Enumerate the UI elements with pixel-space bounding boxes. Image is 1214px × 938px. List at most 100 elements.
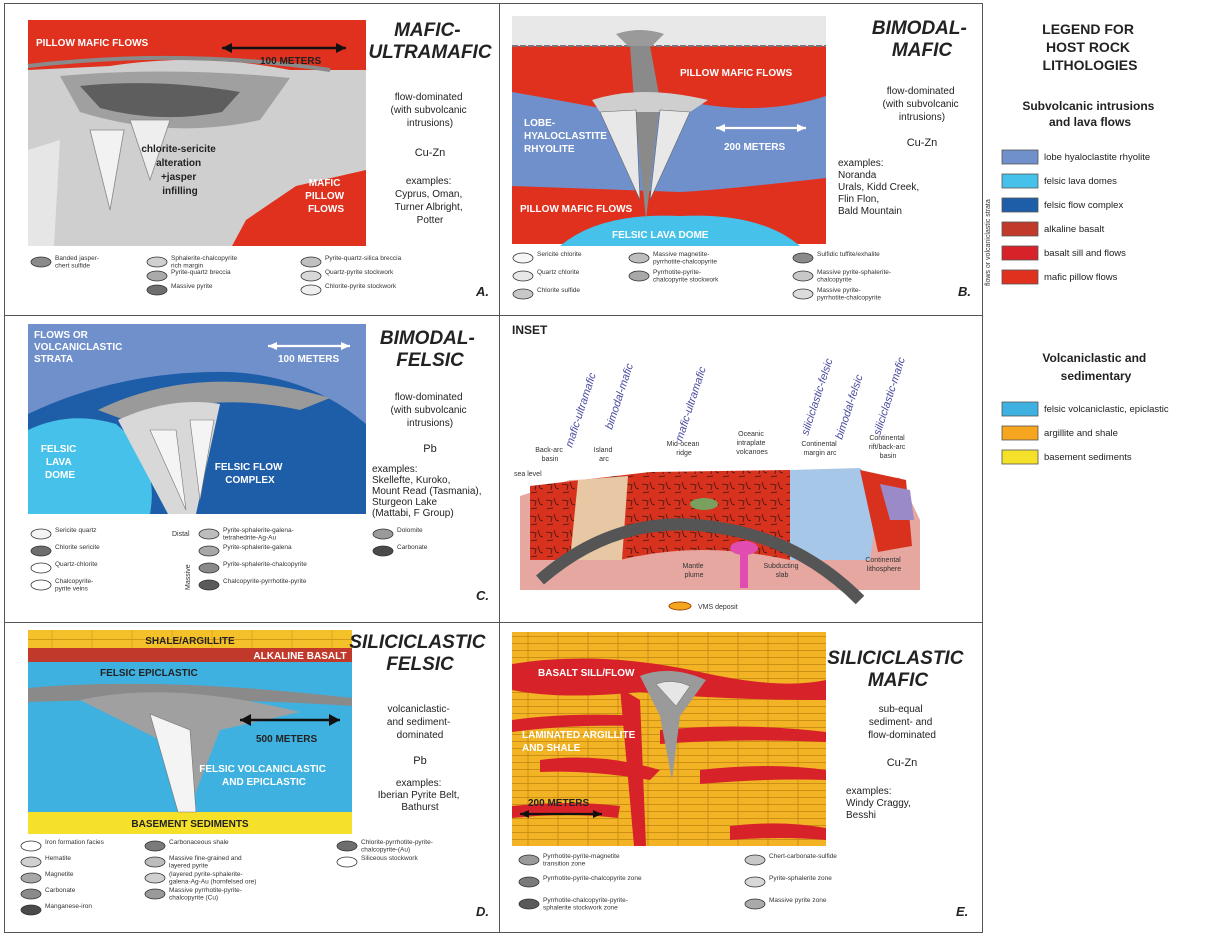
key-label: Pyrite-sphalerite-galena-tetrahedrite-Ag… [223, 527, 294, 542]
panel-a-ore: Cu-Zn [415, 147, 446, 159]
legend-label: alkaline basalt [1044, 224, 1105, 235]
key-label: Chlorite-pyrrhotite-pyrite-chalcopyrite-… [361, 839, 433, 854]
back-arc-label: Back-arc basin [535, 447, 565, 463]
legend-swatch [1002, 246, 1038, 260]
setting-label: bimodal-felsic [833, 373, 865, 441]
setting-label: mafic-ultramafic [563, 371, 599, 449]
key-label: Massive magnetite-pyrrhotite-chalcopyrit… [653, 251, 717, 266]
panel-a-subtitle: flow-dominated (with subvolcanic intrusi… [391, 92, 470, 129]
key-item: Massive pyrite [147, 283, 213, 295]
key-label: Quartz chlorite [537, 269, 580, 276]
key-swatch [519, 877, 539, 887]
inset-panel: INSET mafic-ultramafic bimodal-mafic maf… [512, 323, 920, 611]
panel-c-key: Sericite quartzChlorite sericiteQuartz-c… [31, 527, 428, 593]
key-item: Pyrrhotite-pyrite-chalcopyrite stockwork [629, 269, 719, 284]
legend-swatch [1002, 270, 1038, 284]
key-swatch [145, 857, 165, 867]
key-label: Chalcopyrite-pyrrhotite-pyrite [223, 578, 307, 585]
key-swatch [31, 563, 51, 573]
sea-level-label: sea level [514, 471, 542, 478]
key-item: Massive magnetite-pyrrhotite-chalcopyrit… [629, 251, 717, 266]
key-label: Hematite [45, 855, 71, 862]
legend-subtitle-sedimentary: Volcaniclastic and sedimentary [1042, 351, 1149, 383]
key-swatch [513, 253, 533, 263]
panel-b-title: BIMODAL- MAFIC [872, 18, 972, 61]
key-swatch [519, 899, 539, 909]
key-swatch [21, 905, 41, 915]
legend-swatch [1002, 174, 1038, 188]
key-item: Pyrite-sphalerite-galena-tetrahedrite-Ag… [199, 527, 294, 542]
key-label: Dolomite [397, 527, 423, 534]
panel-b: PILLOW MAFIC FLOWS LOBE- HYALOCLASTITE R… [512, 16, 972, 302]
key-swatch [21, 889, 41, 899]
key-label: Carbonaceous shale [169, 839, 229, 846]
pillow-mafic-flows-label: PILLOW MAFIC FLOWS [36, 38, 149, 49]
key-label: Chert-carbonate-sulfide [769, 853, 837, 860]
key-swatch [513, 271, 533, 281]
vms-deposit-symbol [669, 602, 691, 610]
key-swatch [793, 253, 813, 263]
panel-a: PILLOW MAFIC FLOWS 100 METERS chlorite-s… [28, 20, 492, 299]
legend-label: argillite and shale [1044, 428, 1118, 439]
key-item: Pyrite-sphalerite-chalcopyrite [199, 561, 307, 573]
key-item: Chalcopyrite-pyrrhotite-pyrite [199, 578, 307, 590]
legend-label: basement sediments [1044, 452, 1132, 463]
panel-d-subtitle: volcaniclastic- and sediment- dominated [387, 704, 453, 741]
key-label: Pyrite-quartz-silica breccia [325, 255, 402, 262]
key-label: Massive pyrite zone [769, 897, 827, 904]
key-swatch [147, 285, 167, 295]
panel-a-letter: A. [475, 284, 489, 299]
legend-label: basalt sill and flows [1044, 248, 1126, 259]
key-swatch [373, 529, 393, 539]
scale-label-d: 500 METERS [256, 734, 317, 745]
key-item: Quartz chlorite [513, 269, 580, 281]
key-item: Chert-carbonate-sulfide [745, 853, 837, 865]
key-swatch [513, 289, 533, 299]
panel-a-title: MAFIC- ULTRAMAFIC [368, 20, 491, 63]
key-swatch [199, 529, 219, 539]
key-item: Chalcopyrite-pyrite veins [31, 578, 93, 593]
key-swatch [301, 271, 321, 281]
key-swatch [337, 841, 357, 851]
scale-label-c: 100 METERS [278, 354, 339, 365]
setting-label: bimodal-mafic [603, 362, 636, 431]
legend-swatch [1002, 426, 1038, 440]
key-label: Pyrite-sphalerite-galena [223, 544, 292, 551]
key-swatch [373, 546, 393, 556]
panel-a-key: Banded jasper-chert sulfide Sphalerite-ch… [31, 255, 402, 295]
legend-item: felsic lava domes [1002, 174, 1117, 188]
key-label: Pyrite-sphalerite zone [769, 875, 832, 882]
legend-item: alkaline basalt [1002, 222, 1105, 236]
legend-label: lobe hyaloclastite rhyolite [1044, 152, 1150, 163]
setting-label: mafic-ultramafic [673, 365, 709, 443]
key-item: Siliceous stockwork [337, 855, 418, 867]
key-label: Pyrrhotite-pyrite-chalcopyrite stockwork [653, 269, 719, 284]
mid-ocean-ridge-label: Mid-ocean ridge [667, 441, 702, 457]
key-label: Chalcopyrite-pyrite veins [55, 578, 93, 593]
panel-e-examples: examples: Windy Craggy, Besshi [846, 786, 914, 821]
key-item: Carbonate [21, 887, 76, 899]
panel-e-subtitle: sub-equal sediment- and flow-dominated [868, 704, 936, 741]
legend-subtitle-intrusions: Subvolcanic intrusions and lava flows [1022, 99, 1157, 129]
key-item: Pyrite-sphalerite zone [745, 875, 832, 887]
key-item: Chlorite-pyrite stockwork [301, 283, 397, 295]
legend-label: felsic volcaniclastic, epiclastic [1044, 404, 1169, 415]
legend-label: mafic pillow flows [1044, 272, 1118, 283]
key-item: Pyrrhotite-pyrite-magnetitetransition zo… [519, 853, 620, 868]
inset-title: INSET [512, 323, 548, 337]
key-label: Massive pyrite [171, 283, 213, 290]
legend-label: felsic lava domes [1044, 176, 1117, 187]
setting-label: siliciclastic-mafic [871, 355, 908, 436]
key-swatch [31, 529, 51, 539]
panel-e-key: Pyrrhotite-pyrite-magnetitetransition zo… [519, 853, 837, 912]
panel-d-ore: Pb [413, 755, 426, 767]
legend-item: argillite and shale [1002, 426, 1118, 440]
key-label: Massive pyrite-pyrrhotite-chalcopyrite [817, 287, 881, 302]
key-item: Pyrite-quartz breccia [147, 269, 231, 281]
key-item: Banded jasper-chert sulfide [31, 255, 99, 270]
key-item: Massive pyrite zone [745, 897, 827, 909]
key-swatch [147, 271, 167, 281]
